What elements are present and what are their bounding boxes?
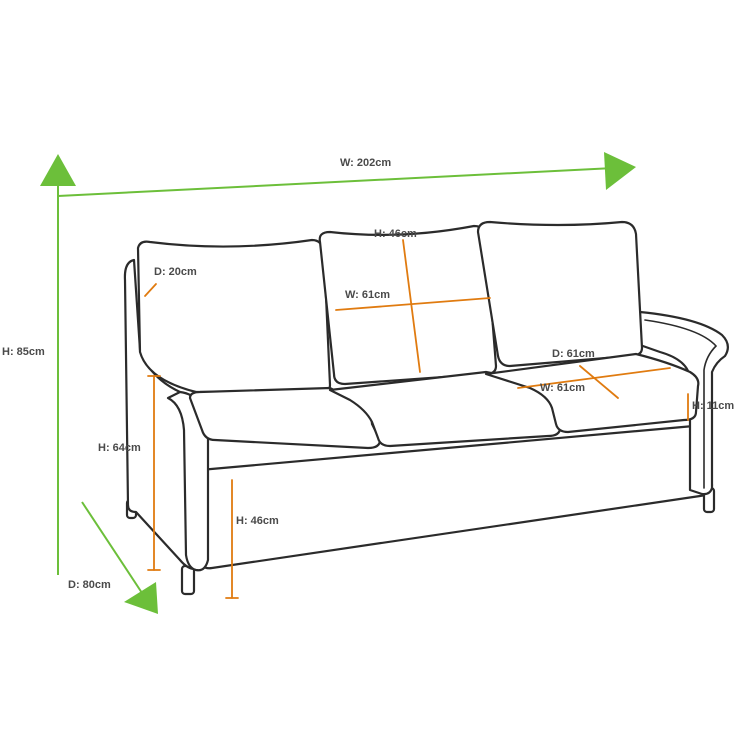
back-cushion-width-line: [335, 297, 491, 311]
seat-width-line: [517, 367, 671, 389]
back-cushion-right: [476, 220, 644, 368]
seat-depth-line: [579, 365, 619, 399]
label-overall-height: H: 85cm: [2, 346, 45, 358]
label-overall-width: W: 202cm: [340, 157, 391, 169]
depth-arrow-head: [124, 582, 158, 614]
left-arm: [123, 258, 202, 571]
label-seat-height: H: 46cm: [236, 515, 279, 527]
label-back-cushion-width: W: 61cm: [345, 289, 390, 301]
dimension-labels: W: 202cm H: 85cm D: 80cm H: 46cm W: 61cm…: [2, 157, 734, 591]
label-back-cushion-depth: D: 20cm: [154, 266, 197, 278]
seat-cushion-right: [484, 352, 700, 434]
sofa-drawing: [123, 220, 729, 596]
overall-dimensions: [40, 152, 636, 614]
front-left-leg: [180, 564, 196, 596]
label-seat-cushion-thickness: H: 11cm: [692, 400, 734, 412]
back-cushion-height-line: [402, 239, 421, 373]
sofa-base-frame: [196, 423, 714, 570]
label-arm-height: H: 64cm: [98, 442, 141, 454]
width-arrow-head: [604, 152, 636, 190]
back-cushion-left: [136, 238, 332, 394]
right-arm-inner-line: [644, 319, 718, 489]
back-cushion-depth-line: [144, 283, 157, 297]
height-arrow-head: [40, 154, 76, 186]
overall-depth-line: [81, 501, 145, 597]
cushion-dimensions: [144, 239, 689, 599]
label-seat-cushion-width: W: 61cm: [540, 382, 585, 394]
overall-width-line: [57, 167, 615, 197]
label-seat-cushion-depth: D: 61cm: [552, 348, 595, 360]
label-overall-depth: D: 80cm: [68, 579, 111, 591]
label-back-cushion-height: H: 46cm: [374, 228, 417, 240]
